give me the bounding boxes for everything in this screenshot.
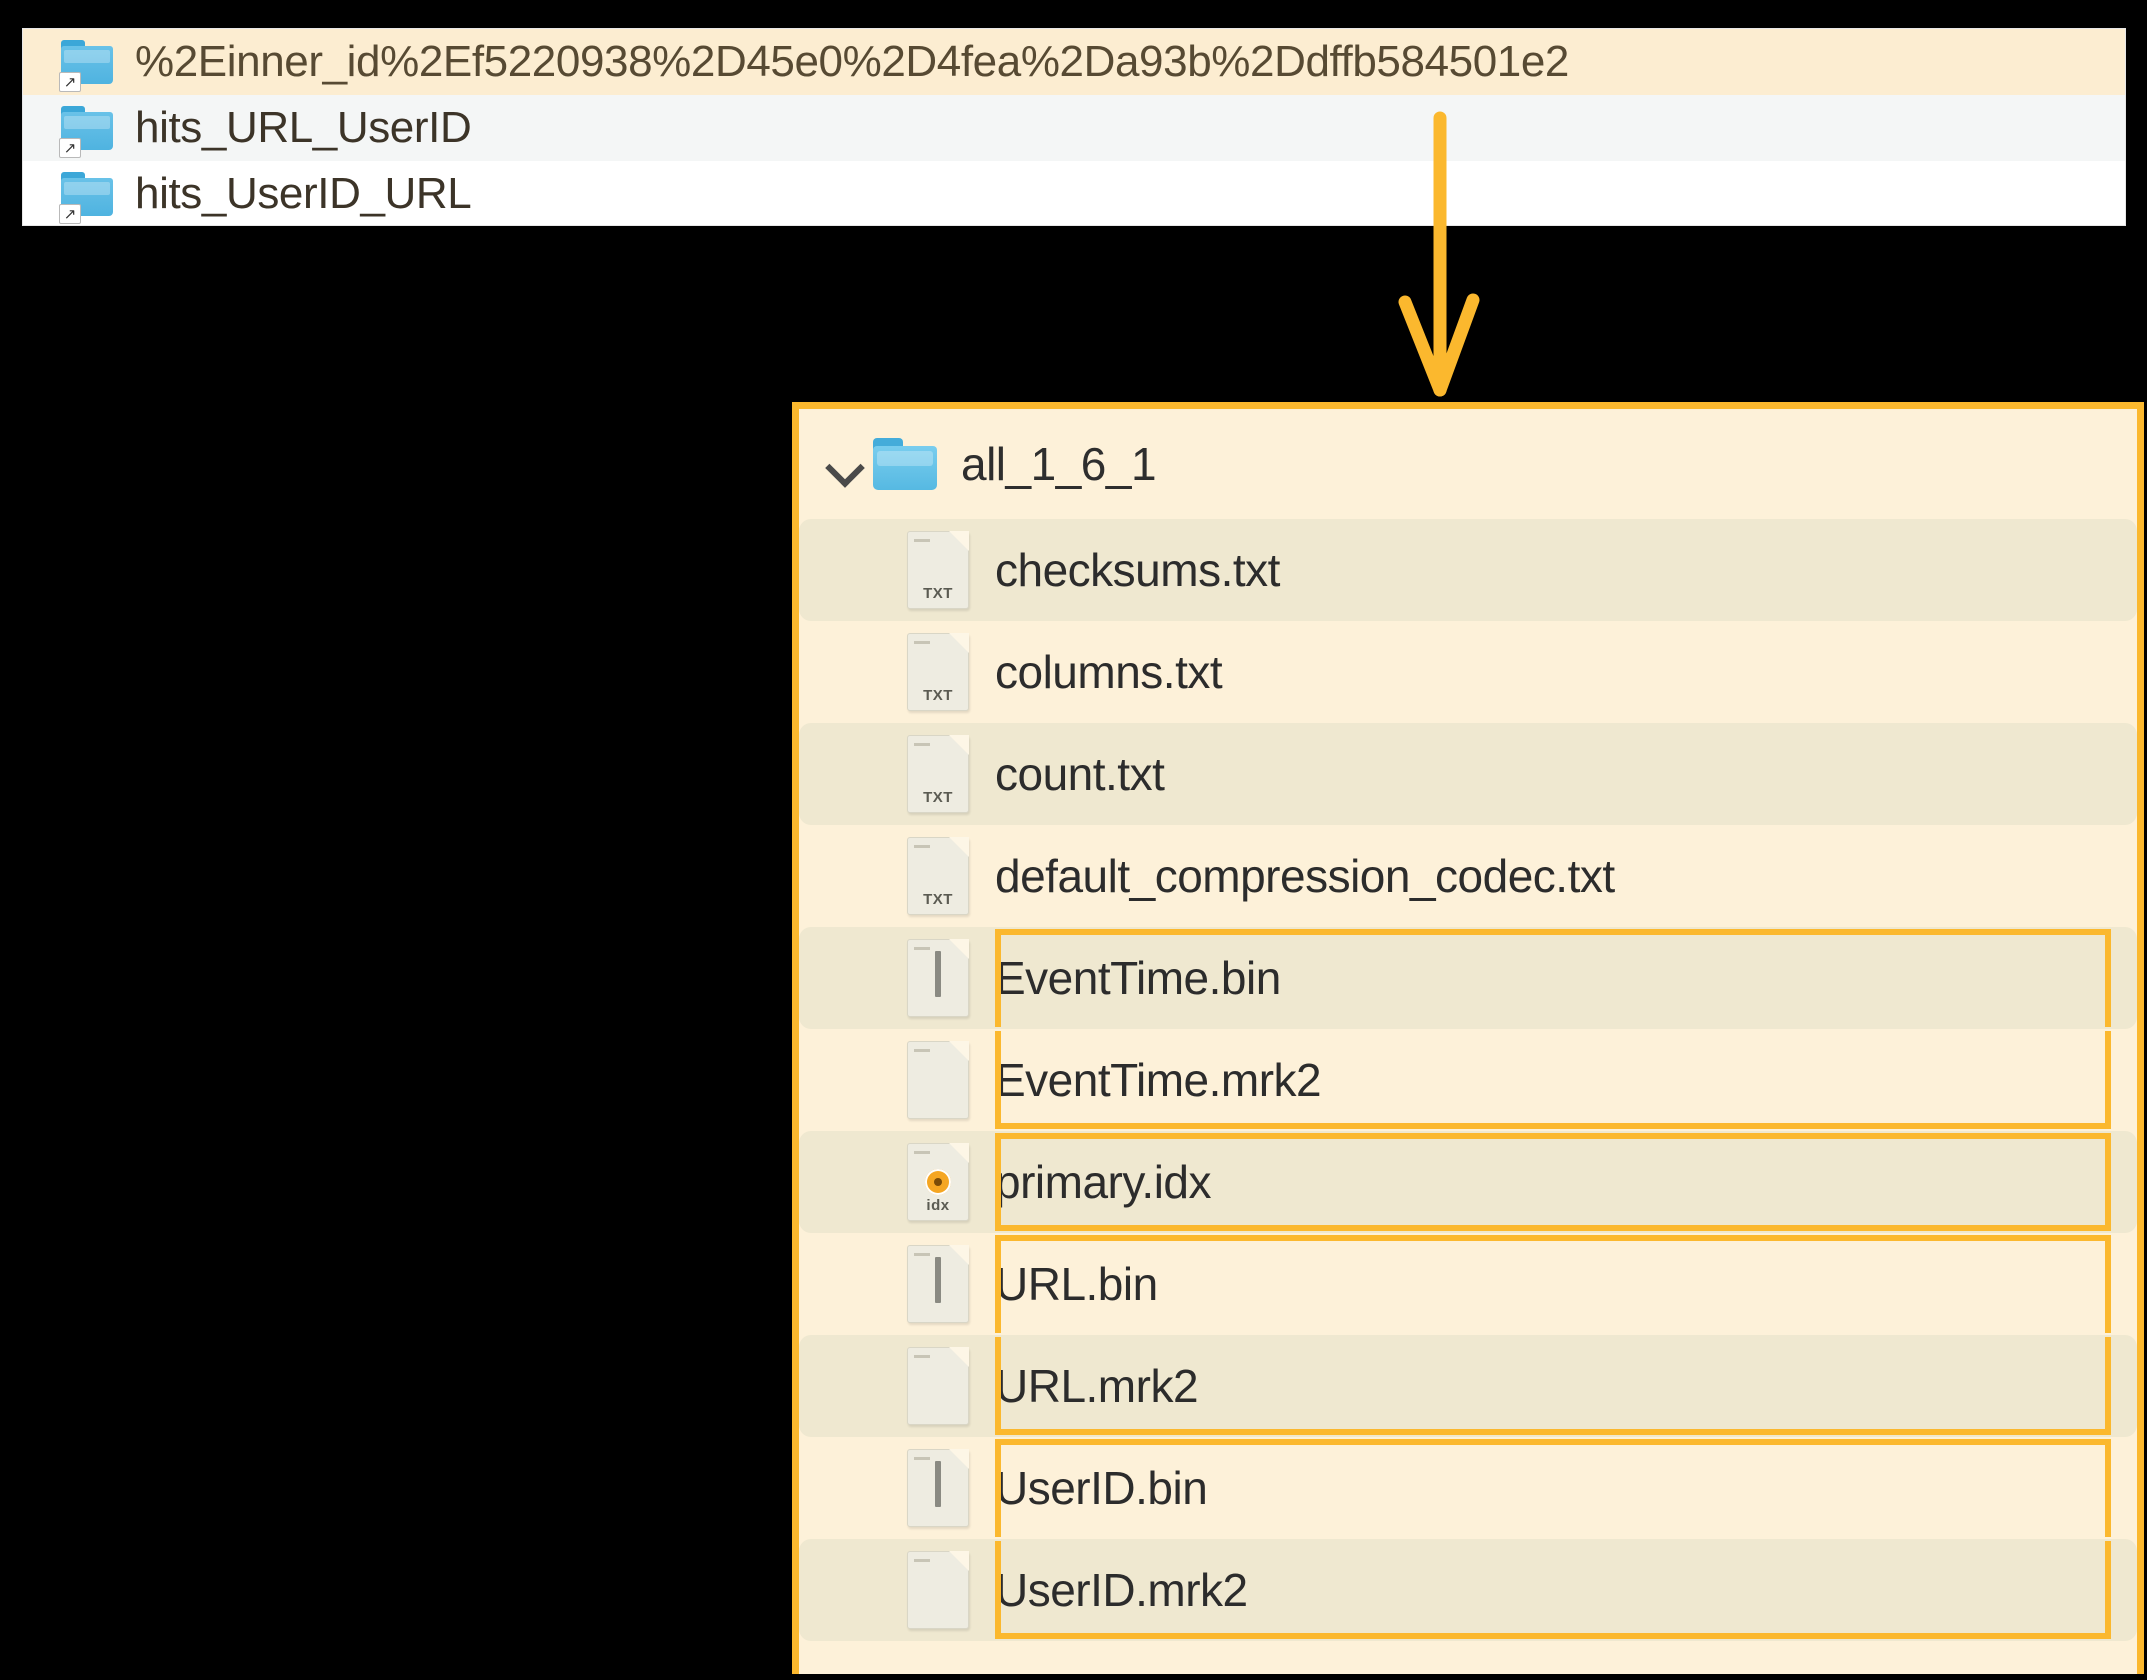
part-list-item[interactable]: hits_UserID_URL xyxy=(23,161,2125,225)
file-ext-label: TXT xyxy=(923,687,953,704)
file-name-label: count.txt xyxy=(995,748,1165,800)
folder-shortcut-icon xyxy=(59,40,113,92)
txt-file-icon: TXT xyxy=(907,735,969,813)
idx-file-icon: idx xyxy=(907,1143,969,1221)
blank-file-icon xyxy=(907,1041,969,1119)
parts-list-panel: %2Einner_id%2Ef5220938%2D45e0%2D4fea%2Da… xyxy=(22,28,2126,226)
txt-file-icon: TXT xyxy=(907,633,969,711)
file-row[interactable]: TXT columns.txt xyxy=(799,621,2137,723)
file-name-label: UserID.bin xyxy=(995,1462,1208,1514)
chevron-down-icon[interactable] xyxy=(821,442,865,486)
part-list-item[interactable]: %2Einner_id%2Ef5220938%2D45e0%2D4fea%2Da… xyxy=(23,29,2125,95)
file-name-label: checksums.txt xyxy=(995,544,1280,596)
bin-file-icon xyxy=(907,939,969,1017)
folder-name-label: all_1_6_1 xyxy=(961,438,1157,490)
part-list-item-label: hits_UserID_URL xyxy=(135,169,472,218)
file-name-label: default_compression_codec.txt xyxy=(995,850,1615,902)
file-name-label: primary.idx xyxy=(995,1156,1212,1208)
file-row[interactable]: TXT checksums.txt xyxy=(799,519,2137,621)
folder-icon xyxy=(873,438,937,490)
file-name-label: UserID.mrk2 xyxy=(995,1564,1248,1616)
file-ext-label: TXT xyxy=(923,585,953,602)
part-list-item-label: %2Einner_id%2Ef5220938%2D45e0%2D4fea%2Da… xyxy=(135,37,1569,86)
file-row[interactable]: UserID.bin xyxy=(799,1437,2137,1539)
file-row[interactable]: TXT default_compression_codec.txt xyxy=(799,825,2137,927)
file-row[interactable]: URL.mrk2 xyxy=(799,1335,2137,1437)
blank-file-icon xyxy=(907,1347,969,1425)
file-row[interactable]: URL.bin xyxy=(799,1233,2137,1335)
file-row[interactable]: EventTime.bin xyxy=(799,927,2137,1029)
file-name-label: EventTime.mrk2 xyxy=(995,1054,1322,1106)
file-name-label: URL.bin xyxy=(995,1258,1158,1310)
file-row[interactable]: UserID.mrk2 xyxy=(799,1539,2137,1641)
part-list-item[interactable]: hits_URL_UserID xyxy=(23,95,2125,161)
folder-shortcut-icon xyxy=(59,106,113,158)
file-name-label: URL.mrk2 xyxy=(995,1360,1199,1412)
bin-file-icon xyxy=(907,1449,969,1527)
file-ext-label: TXT xyxy=(923,789,953,806)
txt-file-icon: TXT xyxy=(907,837,969,915)
folder-shortcut-icon xyxy=(59,172,113,224)
file-ext-label: idx xyxy=(926,1197,950,1214)
file-row[interactable]: TXT count.txt xyxy=(799,723,2137,825)
folder-row[interactable]: all_1_6_1 xyxy=(799,409,2137,519)
file-row[interactable]: EventTime.mrk2 xyxy=(799,1029,2137,1131)
bin-file-icon xyxy=(907,1245,969,1323)
down-arrow-annotation xyxy=(1395,110,1525,410)
blank-file-icon xyxy=(907,1551,969,1629)
txt-file-icon: TXT xyxy=(907,531,969,609)
part-list-item-label: hits_URL_UserID xyxy=(135,103,472,152)
file-name-label: columns.txt xyxy=(995,646,1223,698)
file-name-label: EventTime.bin xyxy=(995,952,1281,1004)
file-row[interactable]: idx primary.idx xyxy=(799,1131,2137,1233)
file-ext-label: TXT xyxy=(923,891,953,908)
